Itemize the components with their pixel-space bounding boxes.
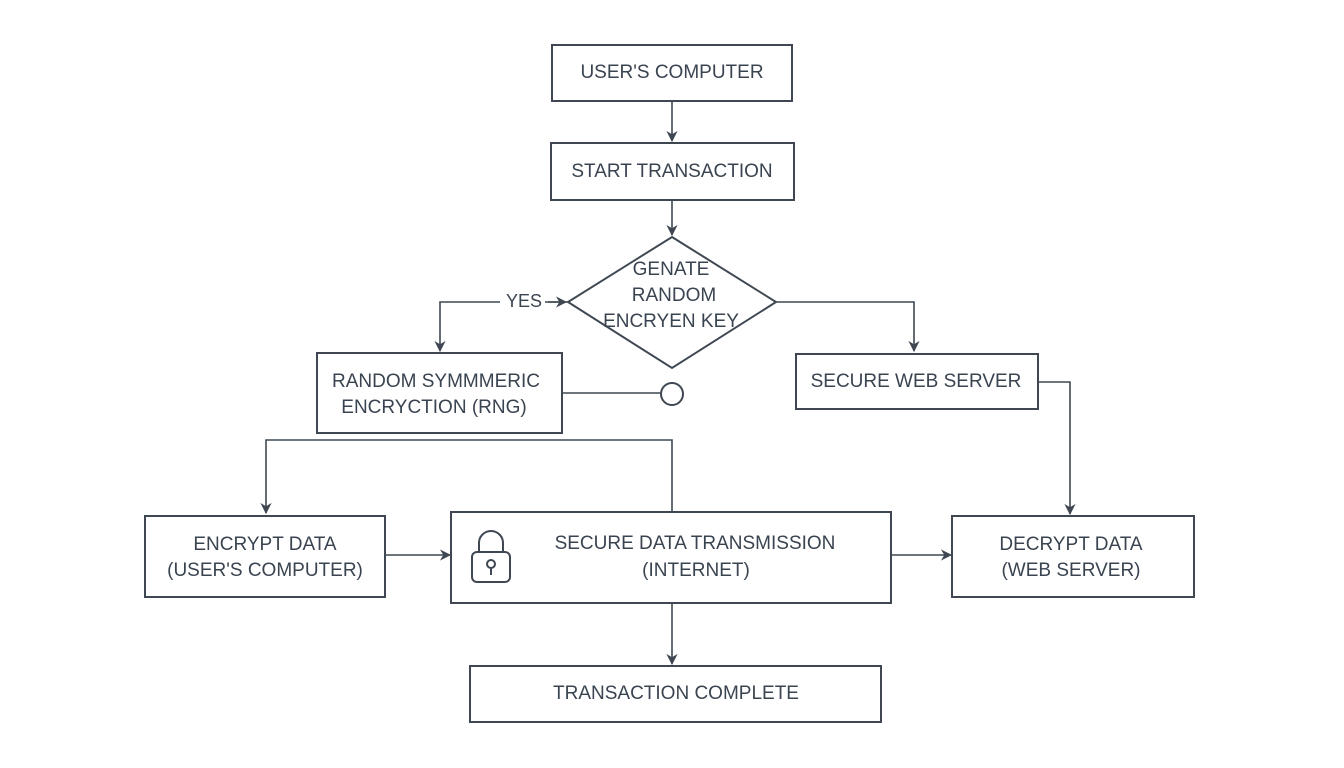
yes-edge-label: YES xyxy=(506,291,542,311)
edge-web-server-to-decrypt xyxy=(1038,381,1076,516)
transaction-complete-label: TRANSACTION COMPLETE xyxy=(553,683,799,704)
decrypt-data-label-line-2: (WEB SERVER) xyxy=(1001,560,1140,581)
node-secure-web-server: SECURE WEB SERVER xyxy=(795,353,1039,410)
edge-yes-left-branch xyxy=(434,301,500,353)
start-transaction-label: START TRANSACTION xyxy=(571,161,772,182)
lock-icon xyxy=(471,530,511,583)
secure-web-server-label: SECURE WEB SERVER xyxy=(811,371,1022,392)
users-computer-label: USER'S COMPUTER xyxy=(580,62,763,83)
node-generate-key-decision: GENATE RANDOM ENCRYEN KEY xyxy=(566,235,778,370)
node-secure-transmission: SECURE DATA TRANSMISSION (INTERNET) xyxy=(450,511,892,604)
node-decrypt-data: DECRYPT DATA (WEB SERVER) xyxy=(951,515,1195,598)
encrypt-data-label-line-1: ENCRYPT DATA xyxy=(193,534,337,555)
node-start-transaction: START TRANSACTION xyxy=(550,142,795,201)
random-symmetric-label-line-1: RANDOM SYMMMERIC xyxy=(332,371,540,392)
node-random-symmetric: RANDOM SYMMMERIC ENCRYCTION (RNG) xyxy=(316,352,563,434)
decrypt-data-label-line-1: DECRYPT DATA xyxy=(999,534,1143,555)
node-transaction-complete: TRANSACTION COMPLETE xyxy=(469,665,882,723)
edge-split-left-to-encrypt xyxy=(260,439,673,515)
edges xyxy=(260,101,1076,666)
secure-transmission-label-line-1: SECURE DATA TRANSMISSION xyxy=(555,533,836,554)
generate-key-label-line-2: RANDOM xyxy=(632,285,716,306)
connector-circle xyxy=(660,382,684,406)
node-encrypt-data: ENCRYPT DATA (USER'S COMPUTER) xyxy=(144,515,386,598)
generate-key-label-line-1: GENATE xyxy=(633,259,710,280)
generate-key-label-line-3: ENCRYEN KEY xyxy=(603,311,739,332)
node-users-computer: USER'S COMPUTER xyxy=(551,44,793,102)
secure-transmission-label-line-2: (INTERNET) xyxy=(642,560,750,581)
edge-generate-key-to-web-server xyxy=(776,301,920,353)
encrypt-data-label-line-2: (USER'S COMPUTER) xyxy=(167,560,363,581)
random-symmetric-label-line-2: ENCRYCTION (RNG) xyxy=(341,397,526,418)
